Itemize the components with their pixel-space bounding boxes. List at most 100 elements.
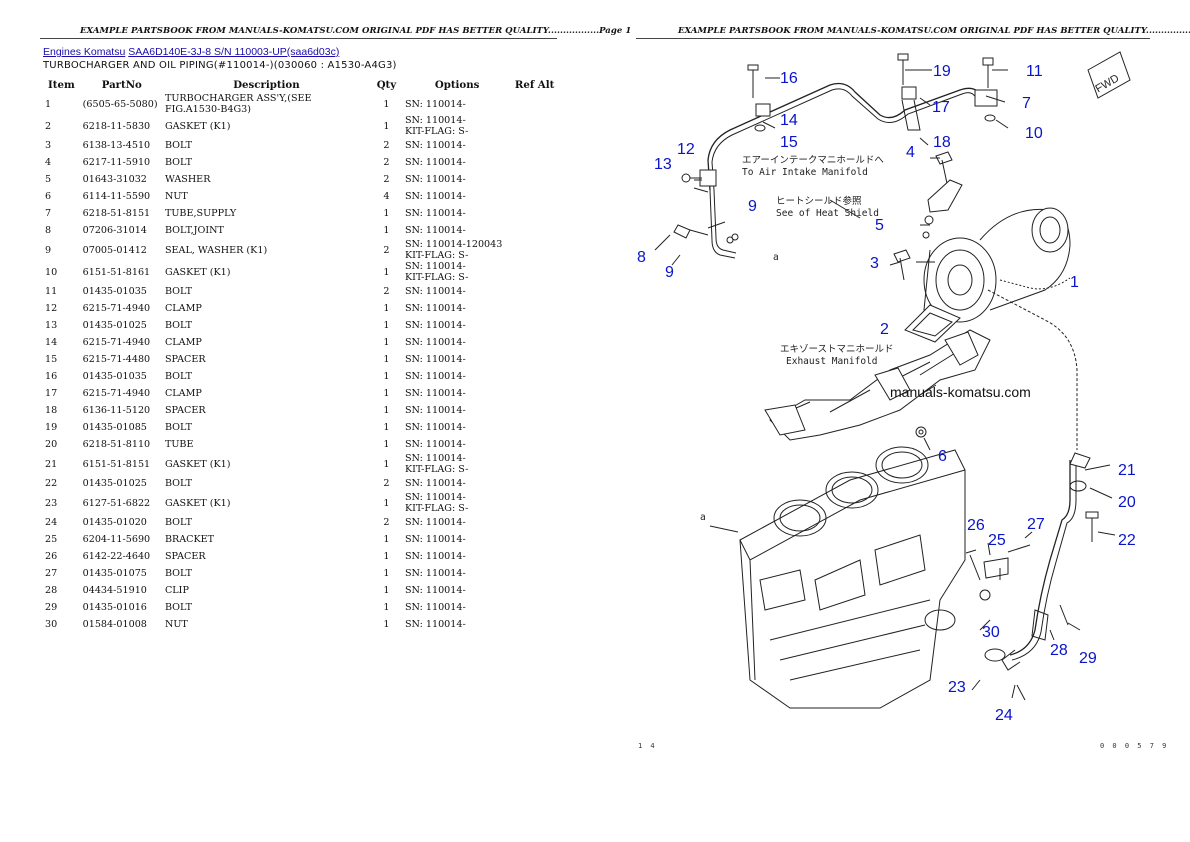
item-number-cell: 21 <box>45 458 58 470</box>
quantity-cell: 1 <box>383 458 390 470</box>
quantity-cell: 1 <box>383 320 390 331</box>
ref-mark-a-upper: a <box>773 252 779 263</box>
description-cell: GASKET (K1) <box>164 120 231 132</box>
ref-alt-cell <box>511 317 558 334</box>
ref-mark-a-lower: a <box>700 512 706 523</box>
parts-table-header: Item PartNo Description Qty Options Ref … <box>43 76 558 93</box>
description-cell: GASKET (K1) <box>164 458 231 470</box>
breadcrumb-link-engines[interactable]: Engines Komatsu <box>43 46 126 58</box>
part-number-cell: 6204-11-5690 <box>82 534 151 545</box>
col-header-options: Options <box>434 78 480 91</box>
callout-19: 19 <box>933 63 951 80</box>
description-cell: BOLT <box>164 602 193 613</box>
item-number-cell: 3 <box>45 140 52 151</box>
page1-header: EXAMPLE PARTSBOOK FROM MANUALS-KOMATSU.C… <box>80 26 632 36</box>
ref-alt-cell <box>511 188 558 205</box>
ref-alt-cell <box>511 93 558 115</box>
part-number-cell: 6215-71-4940 <box>82 303 151 314</box>
quantity-cell: 1 <box>383 98 390 110</box>
description-cell: BOLT <box>164 478 193 489</box>
options-cell: SN: 110014- <box>404 303 466 314</box>
col-header-description: Description <box>233 78 300 91</box>
part-number-cell: 01435-01020 <box>82 517 147 528</box>
item-number-cell: 13 <box>45 320 58 331</box>
callout-13: 13 <box>654 156 672 173</box>
description-cell: GASKET (K1) <box>164 266 231 278</box>
breadcrumb-link-model[interactable]: SAA6D140E-3J-8 S/N 110003-UP(saa6d03c) <box>128 46 340 58</box>
quantity-cell: 1 <box>383 303 390 314</box>
callout-21: 21 <box>1118 462 1136 479</box>
options-cell: SN: 110014- <box>404 388 466 399</box>
fwd-arrow-icon: FWD <box>1087 51 1131 99</box>
part-number-cell: 6136-11-5120 <box>82 405 151 416</box>
callout-6: 6 <box>938 448 947 465</box>
breadcrumb: Engines Komatsu SAA6D140E-3J-8 S/N 11000… <box>43 46 339 58</box>
callout-22: 22 <box>1118 532 1136 549</box>
ref-alt-cell <box>511 239 558 261</box>
callout-4: 4 <box>906 144 915 161</box>
note-exhaust-jp: エキゾーストマニホールド <box>780 344 894 355</box>
part-number-cell: 01435-01075 <box>82 568 147 579</box>
gasket-turbo <box>904 304 961 343</box>
ref-alt-cell <box>511 300 558 317</box>
quantity-cell: 4 <box>383 191 390 202</box>
callout-8: 8 <box>637 249 646 266</box>
options-cell: SN: 110014- <box>404 602 466 613</box>
callout-23: 23 <box>948 679 966 696</box>
options-cell: SN: 110014- <box>404 585 466 596</box>
col-header-qty: Qty <box>376 78 397 91</box>
options-cell: SN: 110014- KIT-FLAG: S- <box>404 261 469 283</box>
description-cell: BOLT <box>164 568 193 579</box>
options-cell: SN: 110014- KIT-FLAG: S- <box>404 492 469 514</box>
ref-alt-cell <box>511 548 558 565</box>
part-number-cell: 01435-01025 <box>82 320 147 331</box>
description-cell: SEAL, WASHER (K1) <box>164 244 268 256</box>
callout-9a: 9 <box>665 264 674 281</box>
part-number-cell: 6215-71-4480 <box>82 354 151 365</box>
item-number-cell: 11 <box>45 286 58 297</box>
turbocharger <box>923 207 1071 323</box>
ref-alt-cell <box>511 531 558 548</box>
callout-25: 25 <box>988 532 1006 549</box>
options-cell: SN: 110014- <box>404 354 466 365</box>
options-cell: SN: 110014- <box>404 337 466 348</box>
part-number-cell: 04434-51910 <box>82 585 147 596</box>
ref-alt-cell <box>511 475 558 492</box>
item-number-cell: 17 <box>45 388 58 399</box>
description-cell: BOLT <box>164 140 193 151</box>
quantity-cell: 2 <box>383 157 390 168</box>
options-cell: SN: 110014- <box>404 208 466 219</box>
col-header-partno: PartNo <box>101 78 142 91</box>
description-cell: BOLT <box>164 517 193 528</box>
quantity-cell: 1 <box>383 602 390 613</box>
description-cell: SPACER <box>164 354 206 365</box>
item-number-cell: 18 <box>45 405 58 416</box>
item-number-cell: 6 <box>45 191 52 202</box>
quantity-cell: 1 <box>383 551 390 562</box>
page2-footer-left: 1 4 <box>638 742 657 750</box>
description-cell: TUBE,SUPPLY <box>164 208 237 219</box>
options-cell: SN: 110014- <box>404 478 466 489</box>
description-cell: BOLT <box>164 286 193 297</box>
options-cell: SN: 110014- <box>404 286 466 297</box>
part-number-cell: 07005-01412 <box>82 244 147 256</box>
item-number-cell: 7 <box>45 208 52 219</box>
ref-alt-cell <box>511 436 558 453</box>
note-exhaust-en: Exhaust Manifold <box>786 356 878 367</box>
item-number-cell: 9 <box>45 244 52 256</box>
quantity-cell: 1 <box>383 534 390 545</box>
page2-footer-right: 0 0 0 5 7 9 <box>1100 742 1169 750</box>
quantity-cell: 1 <box>383 208 390 219</box>
callout-18: 18 <box>933 134 951 151</box>
callout-1: 1 <box>1070 274 1079 291</box>
part-number-cell: 01435-01016 <box>82 602 147 613</box>
part-number-cell: 01435-01035 <box>82 371 147 382</box>
options-cell: SN: 110014- KIT-FLAG: S- <box>404 115 469 137</box>
table-row: 1(6505-65-5080)TURBOCHARGER ASS'Y,(SEE F… <box>43 93 558 115</box>
options-cell: SN: 110014- <box>404 98 466 110</box>
item-number-cell: 14 <box>45 337 58 348</box>
